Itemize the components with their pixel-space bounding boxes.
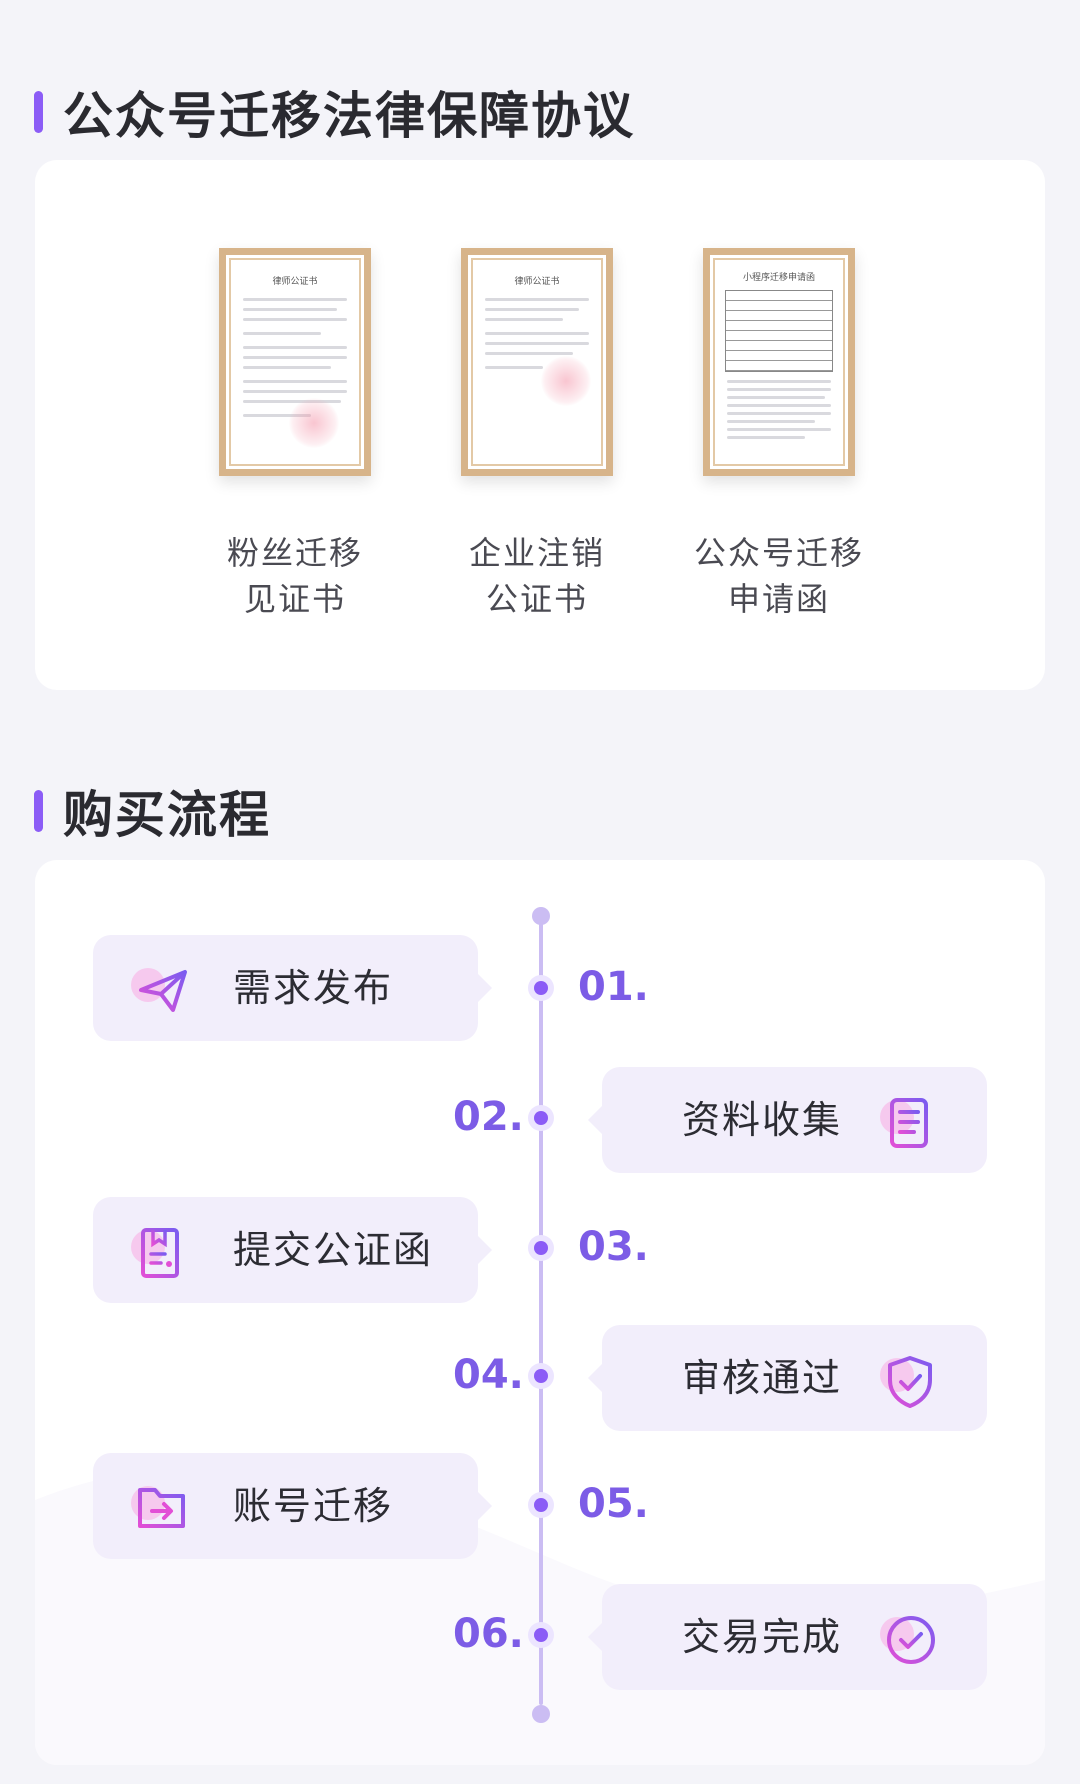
- step-number: 01.: [578, 964, 649, 1010]
- certificate-doc-title: 律师公证书: [272, 277, 318, 287]
- title-accent-bar: [34, 790, 43, 832]
- step-label: 交易完成: [682, 1615, 843, 1659]
- send-icon: [131, 960, 189, 1018]
- seal-stamp: [541, 356, 591, 406]
- step-box-account-migration[interactable]: 账号迁移: [93, 1453, 492, 1559]
- section-title-text: 公众号迁移法律保障协议: [63, 87, 635, 145]
- seal-stamp: [289, 398, 339, 448]
- step-label: 资料收集: [682, 1098, 843, 1142]
- certificates-card: 律师公证书 律师公证书: [35, 160, 1045, 690]
- certificate-label-fan-migration: 粉丝迁移 见证书: [226, 534, 363, 618]
- section-title-legal: 公众号迁移法律保障协议: [34, 76, 635, 148]
- certificate-label-migration-application: 公众号迁移 申请函: [693, 534, 864, 618]
- timeline-node-3: [528, 1235, 554, 1261]
- step-label: 需求发布: [233, 966, 394, 1010]
- step-number: 05.: [578, 1481, 649, 1527]
- timeline-node-6: [528, 1622, 554, 1648]
- step-number: 02.: [453, 1094, 524, 1140]
- step-label: 提交公证函: [233, 1228, 434, 1272]
- certificate-fan-migration[interactable]: 律师公证书: [219, 248, 371, 476]
- step-label: 审核通过: [682, 1356, 843, 1400]
- step-box-review-passed[interactable]: 审核通过: [588, 1325, 987, 1431]
- shield-check-icon: [880, 1350, 938, 1408]
- certificate-doc-title: 律师公证书: [514, 277, 560, 287]
- timeline-node-1: [528, 975, 554, 1001]
- timeline-node-5: [528, 1492, 554, 1518]
- step-box-transaction-complete[interactable]: 交易完成: [588, 1584, 987, 1690]
- step-box-data-collection[interactable]: 资料收集: [588, 1067, 987, 1173]
- process-card: 需求发布 01. 02. 资料收集 提交公证函: [35, 860, 1045, 1765]
- step-box-demand-publish[interactable]: 需求发布: [93, 935, 492, 1041]
- timeline-line: [539, 910, 543, 1705]
- step-label: 账号迁移: [233, 1484, 394, 1528]
- timeline-end-dot: [532, 1705, 550, 1723]
- document-list-icon: [880, 1092, 938, 1150]
- certificate-account-migration-application[interactable]: 小程序迁移申请函: [703, 248, 855, 476]
- folder-transfer-icon: [131, 1478, 189, 1536]
- step-number: 03.: [578, 1224, 649, 1270]
- file-form-icon: [131, 1222, 189, 1280]
- certificate-doc-title: 小程序迁移申请函: [742, 273, 815, 283]
- step-number: 04.: [453, 1352, 524, 1398]
- certificate-label-company-cancellation: 企业注销 公证书: [468, 534, 605, 618]
- section-title-text: 购买流程: [63, 786, 271, 844]
- timeline-node-4: [528, 1363, 554, 1389]
- step-number: 06.: [453, 1611, 524, 1657]
- timeline-node-2: [528, 1105, 554, 1131]
- section-title-process: 购买流程: [34, 775, 271, 847]
- certificate-company-cancellation[interactable]: 律师公证书: [461, 248, 613, 476]
- check-circle-icon: [880, 1609, 938, 1667]
- timeline-start-dot: [532, 907, 550, 925]
- step-box-submit-notary-letter[interactable]: 提交公证函: [93, 1197, 492, 1303]
- title-accent-bar: [34, 91, 43, 133]
